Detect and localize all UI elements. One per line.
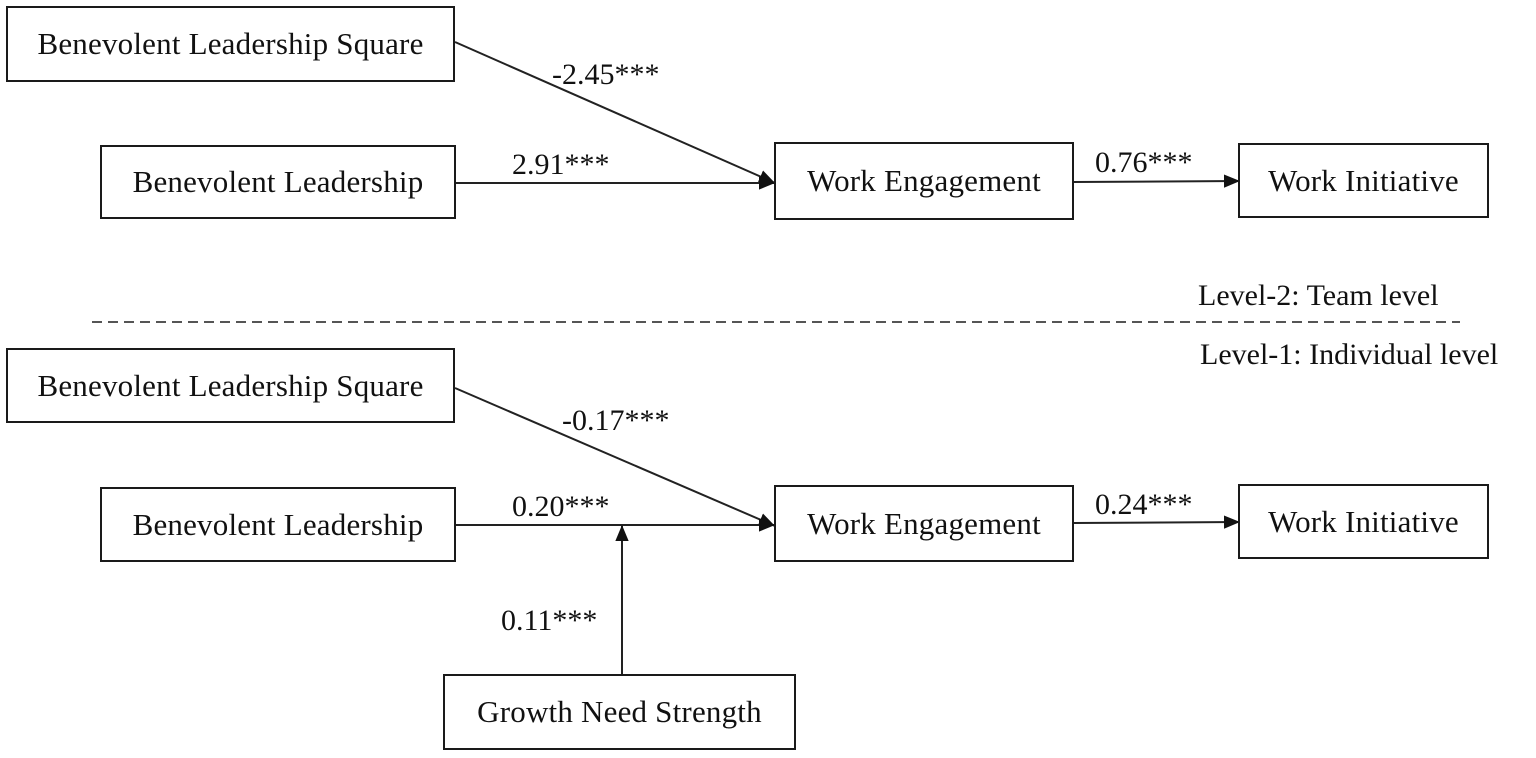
individual-coef-gns-mod: 0.11***: [501, 604, 598, 637]
team-node-work-engagement: Work Engagement: [774, 142, 1074, 220]
individual-arrow-bls-we: [454, 387, 776, 527]
individual-coef-we-wi: 0.24***: [1095, 488, 1193, 521]
team-node-benevolent-leadership: Benevolent Leadership: [100, 145, 456, 219]
team-coef-we-wi: 0.76***: [1095, 146, 1193, 179]
level-2-label: Level-2: Team level: [1198, 279, 1439, 312]
individual-node-benevolent-leadership-square: Benevolent Leadership Square: [6, 348, 455, 423]
individual-node-work-initiative: Work Initiative: [1238, 484, 1489, 559]
team-arrow-bls-we: [454, 41, 776, 184]
individual-node-work-engagement: Work Engagement: [774, 485, 1074, 562]
team-coef-bl-we: 2.91***: [512, 148, 610, 181]
individual-node-benevolent-leadership: Benevolent Leadership: [100, 487, 456, 562]
individual-node-growth-need-strength: Growth Need Strength: [443, 674, 796, 750]
individual-coef-bl-we: 0.20***: [512, 490, 610, 523]
team-node-work-initiative: Work Initiative: [1238, 143, 1489, 218]
team-arrow-we-wi: [1072, 174, 1241, 188]
level-1-label: Level-1: Individual level: [1200, 338, 1499, 371]
team-coef-bls-we: -2.45***: [552, 58, 660, 91]
individual-arrow-we-wi: [1072, 515, 1241, 529]
individual-coef-bls-we: -0.17***: [562, 404, 670, 437]
team-node-benevolent-leadership-square: Benevolent Leadership Square: [6, 6, 455, 82]
